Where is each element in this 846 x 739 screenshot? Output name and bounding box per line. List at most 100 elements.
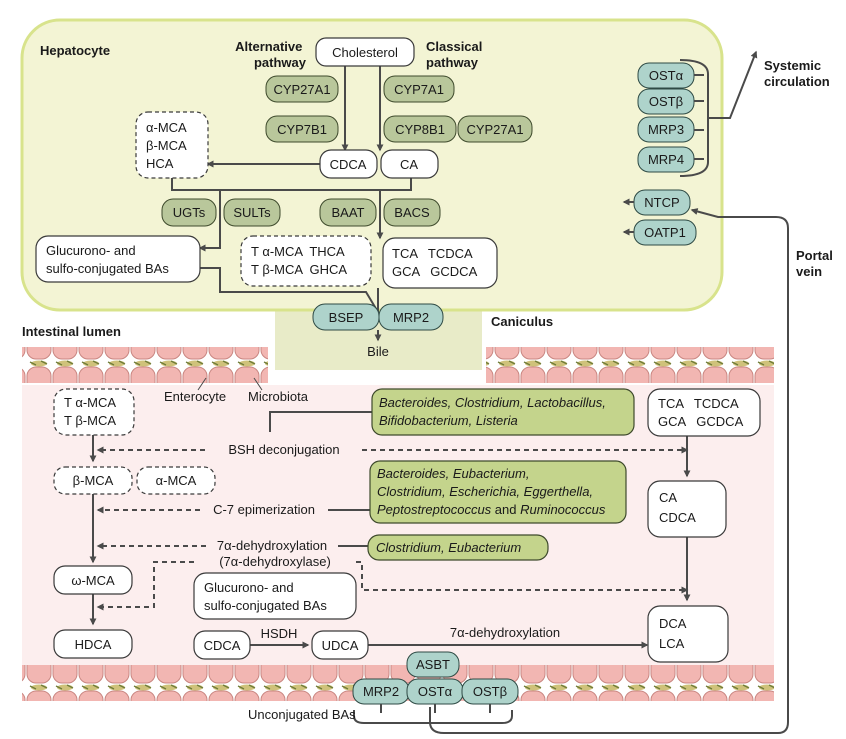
mrp3-label: MRP3: [648, 122, 684, 137]
bsh-deconjugation-label: BSH deconjugation: [228, 442, 339, 457]
asbt-transporter: [406, 651, 460, 678]
enterocyte-pointer: [197, 377, 207, 391]
unconjugated-bracket: [353, 710, 513, 724]
enterocyte-layer-top-right: [486, 347, 774, 383]
baat-enzyme: [319, 198, 377, 227]
conjugated-bas-node: [382, 237, 498, 289]
glucurono-sulfo-intestine-label: Glucurono- and sulfo-conjugated BAs: [204, 580, 327, 613]
enterocyte-layer-top: [22, 347, 268, 383]
tauro-mca-label: T α-MCA THCA T β-MCA GHCA: [0, 0, 362, 277]
bsep-label: BSEP: [329, 310, 364, 325]
bile-label: Bile: [367, 344, 389, 359]
unconjugated-bas-label: Unconjugated BAs: [248, 707, 356, 722]
conjugated-bas-intestine-node: [647, 388, 761, 437]
cdca-label: CDCA: [330, 157, 367, 172]
mrp2-canalicular-label: MRP2: [393, 310, 429, 325]
classical-pathway-label: Classical pathway: [426, 39, 486, 70]
tauro-mca-intestine-label: T α-MCA T β-MCA: [64, 395, 119, 428]
dehydroxylation-label: 7α-dehydroxylation: [217, 538, 327, 553]
ugts-label: UGTs: [173, 205, 206, 220]
dca-lca-node: [647, 605, 729, 663]
sults-label: SULTs: [233, 205, 271, 220]
dehydroxylase-label: (7α-dehydroxylase): [219, 554, 331, 569]
systemic-circulation-label: Systemic circulation: [764, 58, 830, 89]
ost-alpha-label: OSTα: [649, 68, 684, 83]
bacteria-group-3-label: Clostridium, Eubacterium: [376, 540, 521, 555]
line-conjugation-merge: [171, 178, 412, 191]
bacteria-group-2-line3: Peptostreptococcus and Ruminococcus: [377, 502, 606, 517]
ugts-enzyme: [161, 198, 217, 227]
arrows-efflux-intestine: [380, 704, 491, 713]
ca-node: [380, 149, 439, 179]
alpha-mca-node: [136, 466, 216, 495]
ca-cdca-intestine-node: [647, 480, 727, 538]
beta-mca-label: β-MCA: [73, 473, 114, 488]
bacteria-group-1-label: Bacteroides, Clostridium, Lactobacillus,…: [379, 395, 610, 428]
glucurono-sulfo-intestine-node: [193, 572, 357, 620]
conjugated-bas-label: TCA TCDCA GCA GCDCA: [0, 0, 490, 279]
oatp1-label: OATP1: [644, 225, 686, 240]
caniculus-label: Caniculus: [491, 314, 553, 329]
baat-label: BAAT: [332, 205, 365, 220]
bacteria-group-1: [371, 388, 635, 436]
mrp2-canalicular-transporter: [378, 303, 444, 331]
cyp7b1-label: CYP7B1: [277, 122, 327, 137]
udca-node: [311, 630, 369, 660]
cholesterol-label: Cholesterol: [332, 45, 398, 60]
cyp27a1-label: CYP27A1: [273, 82, 330, 97]
bacteria-group-2: [369, 460, 627, 524]
omega-mca-node: [53, 565, 133, 595]
mrp2-intestine-label: MRP2: [363, 684, 399, 699]
alpha-mca-label: α-MCA: [156, 473, 197, 488]
omega-mca-label: ω-MCA: [71, 573, 115, 588]
ca-cdca-intestine-label: CA CDCA: [659, 490, 696, 525]
ost-beta-intestine-label: OSTβ: [473, 684, 507, 699]
cyp7a1-label: CYP7A1: [394, 82, 444, 97]
cyp27a1-classical-label: CYP27A1: [466, 122, 523, 137]
bacteria-group-2-line2: Clostridium, Escherichia, Eggerthella,: [377, 484, 593, 499]
alternative-pathway-label: Alternative pathway: [235, 39, 307, 70]
efflux-arrows: [694, 74, 704, 160]
ost-beta-label: OSTβ: [649, 94, 683, 109]
mca-hca-label: α-MCA β-MCA HCA: [146, 120, 190, 171]
microbiota-label: Microbiota: [248, 389, 309, 404]
arrow-systemic: [708, 50, 758, 119]
cyp27a1-classical-enzyme: [457, 115, 533, 143]
hsdh-label: HSDH: [261, 626, 298, 641]
portal-vein-line: [429, 208, 789, 734]
bacteria-group-3: [367, 534, 549, 561]
arrow-to-glucurono: [198, 190, 221, 252]
asbt-label: ASBT: [416, 657, 450, 672]
hepatocyte-label: Hepatocyte: [40, 43, 110, 58]
mrp4-label: MRP4: [648, 152, 684, 167]
c7-epimerization-label: C-7 epimerization: [213, 502, 315, 517]
hdca-label: HDCA: [75, 637, 112, 652]
glucurono-sulfo-label: Glucurono- and sulfo-conjugated BAs: [46, 243, 169, 276]
ca-label: CA: [400, 157, 418, 172]
cdca-intestine-label: CDCA: [204, 638, 241, 653]
cyp7a1-enzyme: [383, 75, 455, 103]
enterocyte-label: Enterocyte: [164, 389, 226, 404]
cyp8b1-enzyme: [383, 115, 457, 143]
intestinal-lumen-label: Intestinal lumen: [22, 324, 121, 339]
dehydroxylase-dash-left: [96, 561, 194, 611]
hdca-node: [53, 629, 133, 659]
line-glucurono-bile: [200, 267, 379, 313]
cyp8b1-label: CYP8B1: [395, 122, 445, 137]
cdca-node: [319, 149, 378, 179]
ntcp-label: NTCP: [644, 195, 679, 210]
dehydroxylation-udca-label: 7α-dehydroxylation: [450, 625, 560, 640]
conjugated-bas-intestine-label: TCA TCDCA GCA GCDCA: [658, 396, 744, 429]
dehydroxylase-dash-right: [356, 561, 689, 594]
bacs-label: BACS: [394, 205, 430, 220]
glucurono-sulfo-node: [35, 235, 201, 283]
mca-hca-node: [135, 111, 209, 179]
ost-alpha-intestine-label: OSTα: [418, 684, 453, 699]
beta-mca-node: [53, 466, 133, 495]
bsh-bacteria-line: [269, 411, 372, 432]
portal-vein-label: Portal vein: [796, 248, 836, 279]
cholesterol-node: [315, 37, 415, 67]
microbiota-pointer: [253, 377, 263, 391]
udca-label: UDCA: [322, 638, 359, 653]
